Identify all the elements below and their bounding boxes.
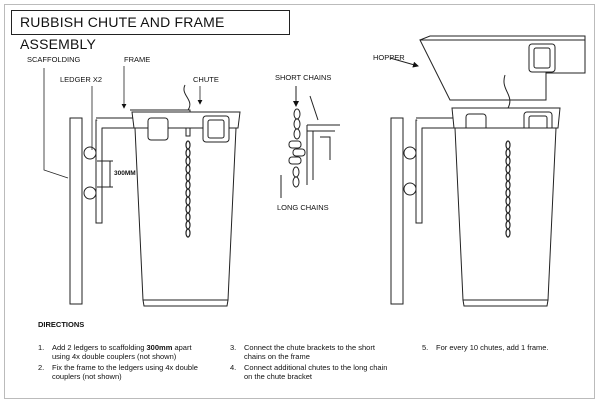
scaffold-post-right xyxy=(390,117,404,305)
label-hopper: HOPPER xyxy=(373,53,405,62)
label-frame: FRAME xyxy=(124,55,150,64)
page-title: RUBBISH CHUTE AND FRAME ASSEMBLY xyxy=(11,10,290,52)
ledger-top-left xyxy=(83,146,97,160)
ledger-top-right xyxy=(403,146,417,160)
leader-lines-left xyxy=(43,66,203,179)
label-short-chains: SHORT CHAINS xyxy=(275,73,331,82)
direction-step-4: 4.Connect additional chutes to the long … xyxy=(230,363,388,381)
chain-detail xyxy=(280,86,340,198)
page-border xyxy=(4,4,595,399)
label-chute: CHUTE xyxy=(193,75,219,84)
left-assembly xyxy=(69,84,241,307)
hopper xyxy=(419,39,586,101)
label-long-chains: LONG CHAINS xyxy=(277,203,329,212)
direction-step-1: 1.Add 2 ledgers to scaffolding 300mm apa… xyxy=(38,343,192,361)
label-ledger: LEDGER X2 xyxy=(60,75,102,84)
ledger-bottom-right xyxy=(403,182,417,196)
label-dimension: 300MM xyxy=(114,170,136,177)
directions-heading: DIRECTIONS xyxy=(38,320,85,329)
scaffold-post-left xyxy=(69,117,83,305)
ledger-bottom-left xyxy=(83,186,97,200)
direction-step-2: 2.Fix the frame to the ledgers using 4x … xyxy=(38,363,198,381)
frame-vertical-left xyxy=(95,119,103,224)
direction-step-3: 3.Connect the chute brackets to the shor… xyxy=(230,343,375,361)
right-assembly xyxy=(389,35,586,307)
chain-right xyxy=(505,140,511,238)
chain-left xyxy=(185,140,191,238)
direction-step-5: 5.For every 10 chutes, add 1 frame. xyxy=(422,343,549,352)
label-scaffolding: SCAFFOLDING xyxy=(27,55,81,64)
